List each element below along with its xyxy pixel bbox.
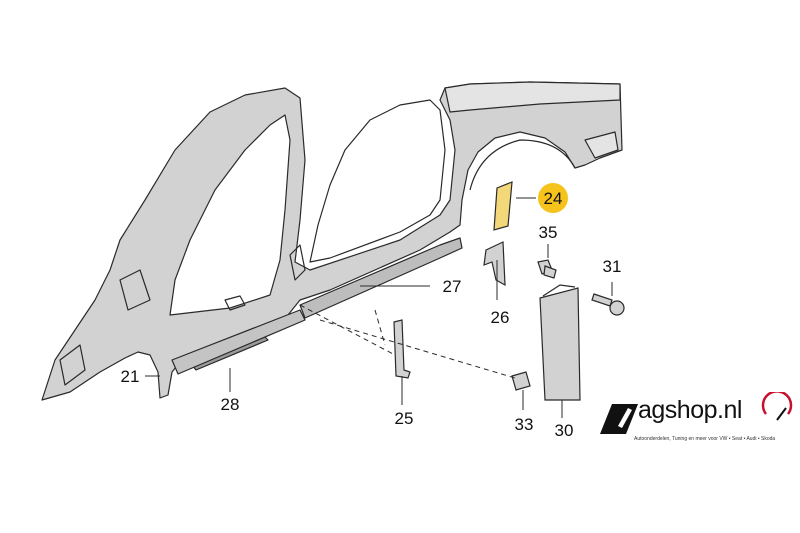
part-33-nut	[511, 371, 531, 391]
part-25-shape	[393, 319, 411, 379]
leader-lines	[145, 197, 613, 418]
part-30-shape	[539, 287, 581, 401]
brand-tagline: Autoonderdelen, Tuning en meer voor VW •…	[634, 436, 776, 442]
callout-33: 33	[515, 415, 534, 434]
callout-24-highlight	[538, 183, 568, 213]
callout-27: 27	[443, 277, 462, 296]
brand-name: agshop.nl	[638, 396, 742, 424]
callout-30: 30	[555, 421, 574, 440]
part-24-shape	[493, 181, 513, 231]
callout-31: 31	[603, 257, 622, 276]
brand-logo: agshop.nl Autoonderdelen, Tuning en meer…	[598, 392, 798, 452]
callout-24: 24	[544, 189, 563, 208]
callout-28: 28	[221, 395, 240, 414]
callout-21: 21	[121, 367, 140, 386]
callout-26: 26	[491, 308, 510, 327]
vehicle-side-panel	[41, 81, 623, 401]
callout-25: 25	[395, 409, 414, 428]
part-35-bolt	[537, 259, 557, 279]
part-26-shape	[483, 241, 506, 287]
callout-35: 35	[539, 223, 558, 242]
part-31-screw	[591, 293, 625, 316]
